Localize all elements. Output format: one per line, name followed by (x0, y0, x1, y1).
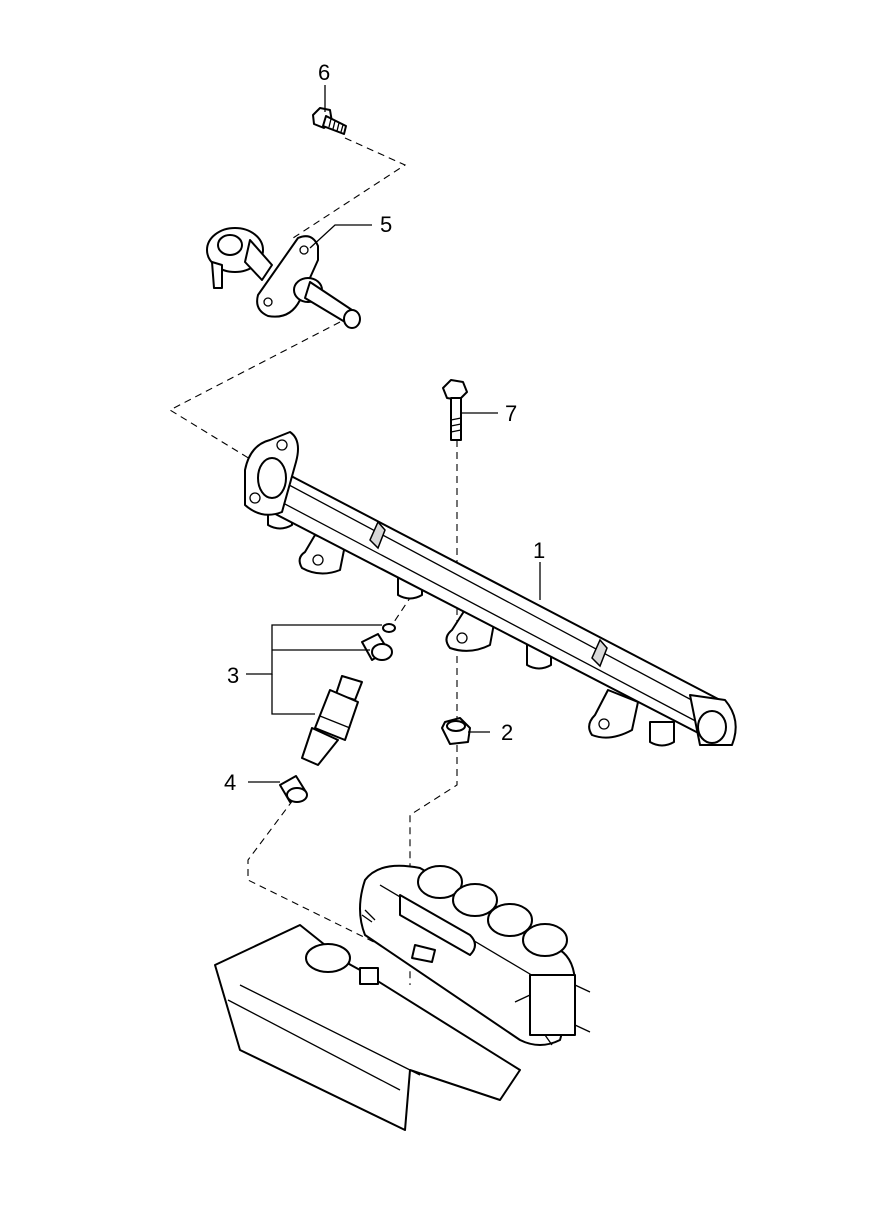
injector-seal-part (279, 775, 308, 803)
fuel-injector-assembly-part (301, 623, 396, 766)
leader-lines (246, 85, 541, 783)
fuel-rail-part (244, 431, 737, 747)
engine-head-background (214, 864, 591, 1131)
rail-mounting-stud-part (442, 379, 468, 441)
callout-5: 5 (380, 212, 392, 237)
callout-labels: 1 2 3 4 5 6 7 (224, 60, 545, 795)
callout-3: 3 (227, 663, 239, 688)
callout-7: 7 (505, 401, 517, 426)
mounting-nut-part (441, 717, 471, 745)
regulator-bolt-part (312, 107, 347, 135)
fuel-pressure-regulator-part (206, 227, 361, 329)
callout-6: 6 (318, 60, 330, 85)
callout-1: 1 (533, 538, 545, 563)
callout-2: 2 (501, 720, 513, 745)
callout-4: 4 (224, 770, 236, 795)
